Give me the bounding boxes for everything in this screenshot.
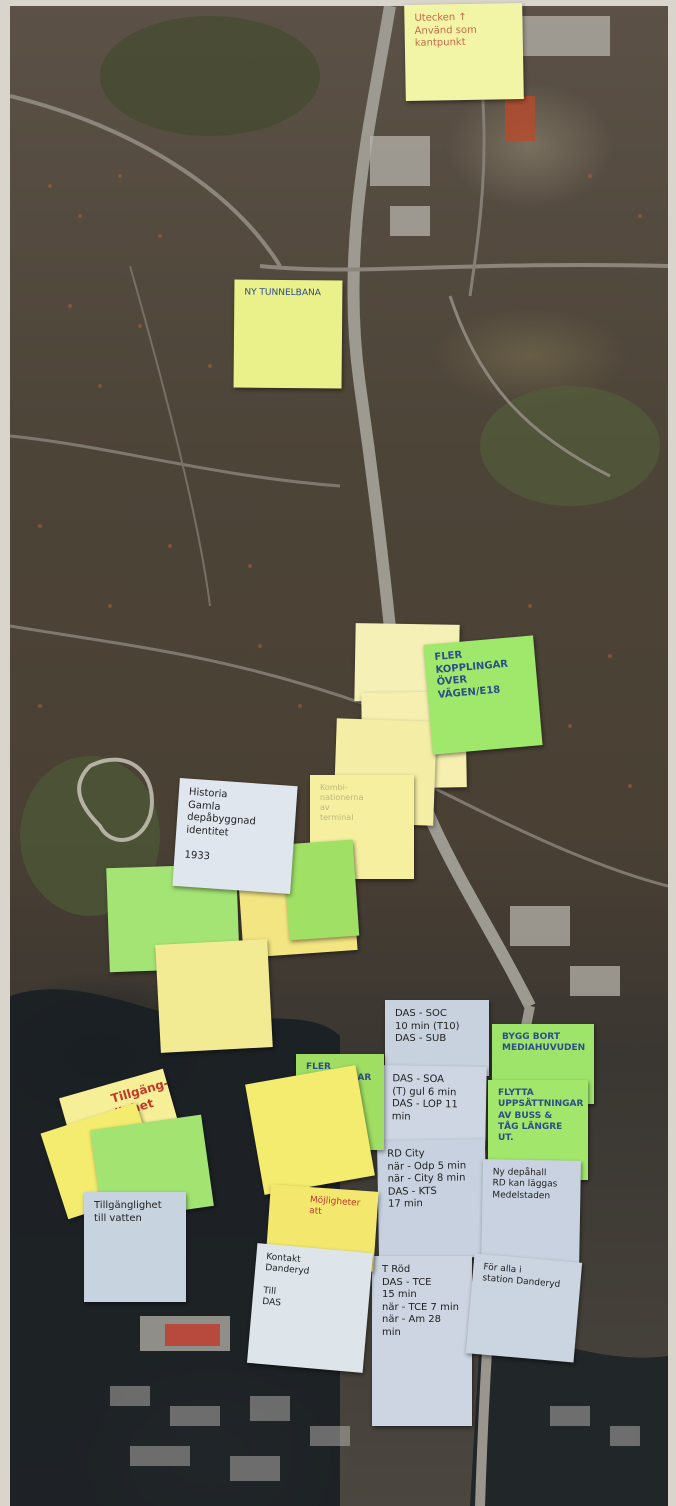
note-bygg-bort-text: BYGG BORT MEDIAHUVUDEN [502, 1032, 586, 1054]
note-ny-depa-text: Ny depåhall RD kan läggas Medelstaden [492, 1167, 558, 1201]
note-historia-text: Historia Gamla depåbyggnad identitet 193… [184, 786, 257, 862]
note-top-right: Utecken ↑ Använd som kantpunkt [404, 2, 524, 102]
note-tunnelbana: NY TUNNELBANA [233, 279, 343, 389]
note-das-soa-text: DAS - SOA (T) gul 6 min DAS - LOP 11 min [391, 1073, 458, 1123]
note-rd-city-text: RD City när - Odp 5 min när - City 8 min… [387, 1148, 467, 1210]
note-das-soc: DAS - SOC 10 min (T10) DAS - SUB [385, 1000, 489, 1076]
note-rd-city: RD City när - Odp 5 min när - City 8 min… [376, 1139, 488, 1259]
note-yellow-center [155, 939, 273, 1053]
note-t-rod: T Röd DAS - TCE 15 min när - TCE 7 min n… [372, 1256, 472, 1426]
note-fler-kopplingar-text: FLER KOPPLINGAR ÖVER VÄGEN/E18 [434, 649, 509, 701]
note-ny-depa: Ny depåhall RD kan läggas Medelstaden [481, 1159, 581, 1271]
note-top-right-text: Utecken ↑ Använd som kantpunkt [414, 11, 477, 49]
note-tillganglighet: Tillgänglighet till vatten [84, 1192, 186, 1302]
note-alla-dand-text: För alla i station Danderyd [481, 1262, 561, 1291]
note-historia: Historia Gamla depåbyggnad identitet 193… [172, 778, 298, 894]
note-t-rod-text: T Röd DAS - TCE 15 min när - TCE 7 min n… [382, 1264, 459, 1338]
note-das-soc-text: DAS - SOC 10 min (T10) DAS - SUB [395, 1008, 460, 1044]
note-tillganglighet-text: Tillgänglighet till vatten [94, 1200, 162, 1224]
note-das-soa: DAS - SOA (T) gul 6 min DAS - LOP 11 min [381, 1065, 487, 1147]
note-flytta-text: FLYTTA UPPSÄTTNINGAR AV BUSS & TÅG LÄNGR… [498, 1088, 584, 1143]
note-green-red [282, 839, 360, 941]
note-kontakt: Kontakt Danderyd Till DAS [246, 1243, 374, 1373]
note-mojligheter-text: Möjligheter att [308, 1195, 361, 1218]
note-kontakt-text: Kontakt Danderyd Till DAS [261, 1252, 310, 1309]
note-fler-kopplingar: FLER KOPPLINGAR ÖVER VÄGEN/E18 [423, 635, 543, 755]
note-yellow-mid [245, 1065, 375, 1195]
note-alla-dand: För alla i station Danderyd [465, 1253, 583, 1363]
note-tunnelbana-text: NY TUNNELBANA [244, 287, 321, 299]
note-kombination-text: Kombi- nationerna av terminal [320, 783, 364, 822]
